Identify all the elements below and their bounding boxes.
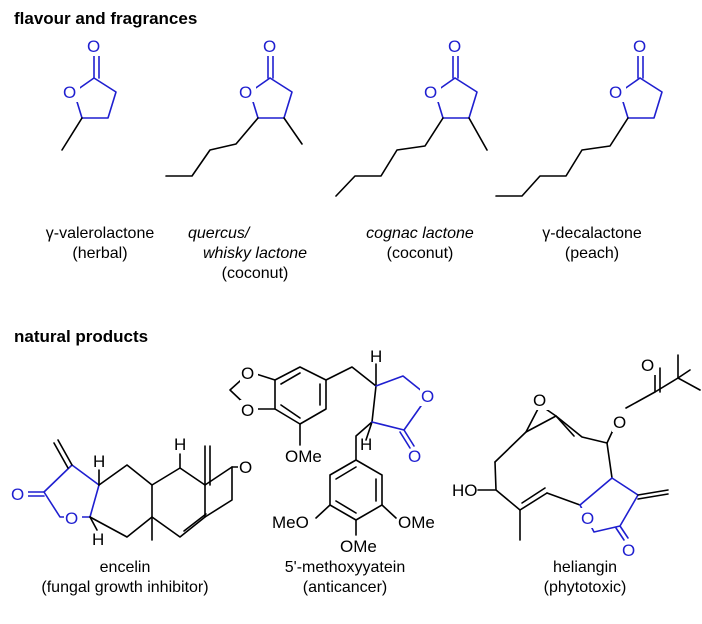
atom-o-ring: O: [63, 83, 76, 102]
atom-o-carbonyl: O: [408, 447, 421, 466]
atom-o-carbonyl: O: [448, 37, 461, 56]
structure-valerolactone: O O: [61, 36, 117, 151]
atom-o-dioxole: O: [241, 364, 254, 383]
compound-name: quercus/: [188, 225, 250, 242]
atom-o-ring: O: [239, 83, 252, 102]
atom-o-epoxide: O: [533, 391, 546, 410]
atom-o-carbonyl: O: [641, 356, 654, 375]
compound-name: γ-valerolactone: [45, 225, 155, 242]
atom-o-carbonyl: O: [263, 37, 276, 56]
compound-name: cognac lactone: [366, 225, 474, 242]
compound-note: (coconut): [221, 265, 289, 282]
structure-encelin: O O O H H H: [10, 435, 258, 549]
structure-methoxyyatein: O O O O H H OMe MeO OMe OMe: [229, 347, 438, 556]
atom-h: H: [370, 347, 382, 366]
atom-o-dioxole: O: [241, 401, 254, 420]
compound-note: (fungal growth inhibitor): [41, 579, 209, 596]
atom-ho: HO: [452, 481, 478, 500]
atom-o-ring: O: [609, 83, 622, 102]
atom-o-ring: O: [581, 509, 594, 528]
compound-name: encelin: [99, 559, 151, 576]
compound-note: (herbal): [72, 245, 128, 262]
caption-decalactone: γ-decalactone (peach): [522, 224, 662, 264]
caption-methoxyyatein: 5'-methoxyyatein (anticancer): [265, 558, 425, 598]
compound-note: (coconut): [386, 245, 454, 262]
atom-o-ketone: O: [239, 458, 252, 477]
compound-name: heliangin: [552, 559, 618, 576]
compound-name: 5'-methoxyyatein: [284, 559, 406, 576]
atom-o-carbonyl: O: [633, 37, 646, 56]
atom-o-ring: O: [421, 387, 434, 406]
compound-name: whisky lactone: [202, 245, 308, 262]
atom-o-carbonyl: O: [11, 485, 24, 504]
atom-ome: OMe: [285, 447, 322, 466]
atom-o-ring: O: [65, 509, 78, 528]
caption-valerolactone: γ-valerolactone (herbal): [30, 224, 170, 264]
caption-encelin: encelin (fungal growth inhibitor): [15, 558, 235, 598]
compound-note: (peach): [564, 245, 620, 262]
atom-o-ring: O: [424, 83, 437, 102]
atom-h: H: [360, 435, 372, 454]
atom-o-carbonyl: O: [87, 37, 100, 56]
heading-natural-products: natural products: [14, 327, 149, 346]
caption-heliangin: heliangin (phytotoxic): [520, 558, 650, 598]
heading-flavour: flavour and fragrances: [14, 9, 198, 28]
atom-meo: MeO: [272, 513, 309, 532]
structure-decalactone: O O: [495, 36, 663, 197]
structure-cognac-lactone: O O: [335, 36, 488, 197]
atom-h: H: [92, 530, 104, 549]
compound-name: γ-decalactone: [542, 225, 642, 242]
structure-heliangin: O O O O O HO: [452, 354, 701, 560]
compound-note: (phytotoxic): [543, 579, 627, 596]
atom-ome: OMe: [398, 513, 435, 532]
atom-h: H: [93, 452, 105, 471]
compound-note: (anticancer): [302, 579, 388, 596]
atom-ome: OMe: [340, 537, 377, 556]
caption-whisky-lactone: quercus/ whisky lactone (coconut): [180, 224, 330, 284]
atom-o-carbonyl: O: [622, 541, 635, 560]
atom-h: H: [174, 435, 186, 454]
atom-o-ester: O: [613, 413, 626, 432]
caption-cognac-lactone: cognac lactone (coconut): [350, 224, 490, 264]
structure-whisky-lactone: O O: [165, 36, 303, 177]
